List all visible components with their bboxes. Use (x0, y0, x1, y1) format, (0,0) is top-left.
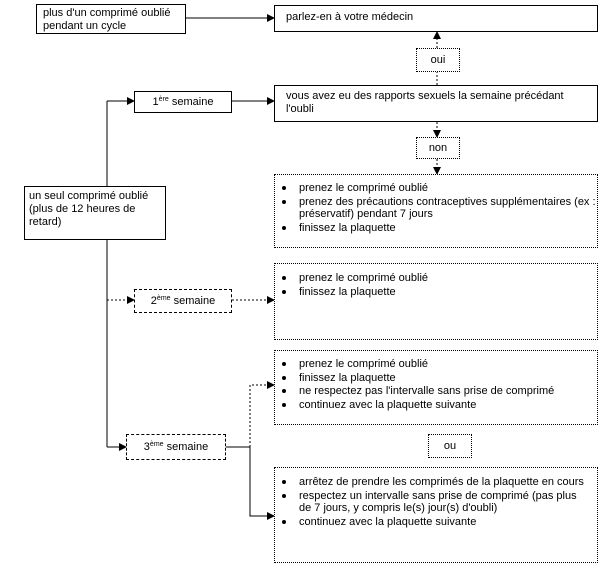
week2-box: 2ème semaine (134, 289, 232, 313)
or-text: ou (443, 439, 457, 452)
yes-text: oui (430, 53, 446, 66)
talk-doctor-text: parlez-en à votre médecin (286, 11, 414, 23)
week1-box: 1ère semaine (134, 91, 232, 113)
list-item: prenez le comprimé oublié (275, 358, 597, 371)
no-text: non (428, 141, 448, 154)
week2-label: 2ème semaine (150, 294, 216, 307)
question-intercourse-box: vous avez eu des rapports sexuels la sem… (274, 85, 598, 122)
list-item: prenez le comprimé oublié (275, 182, 597, 195)
list-item: prenez des précautions contraceptives su… (275, 196, 597, 221)
week3-option-a-box: prenez le comprimé oublié finissez la pl… (274, 350, 598, 425)
list-item: finissez la plaquette (275, 222, 597, 235)
week3-box: 3ème semaine (126, 434, 226, 460)
week2-actions-list: prenez le comprimé oublié finissez la pl… (275, 272, 597, 298)
list-item: arrêtez de prendre les comprimés de la p… (275, 476, 587, 489)
list-item: finissez la plaquette (275, 286, 597, 299)
question-intercourse-text: vous avez eu des rapports sexuels la sem… (286, 90, 564, 115)
list-item: respectez un intervalle sans prise de co… (275, 490, 587, 515)
list-item: finissez la plaquette (275, 372, 597, 385)
week3-option-b-list: arrêtez de prendre les comprimés de la p… (275, 476, 587, 528)
list-item: ne respectez pas l'intervalle sans prise… (275, 385, 597, 398)
arrow-week3-to-option-b (249, 447, 275, 520)
multiple-missed-box: plus d'un comprimé oublié pendant un cyc… (36, 4, 186, 34)
week1-actions-list: prenez le comprimé oublié prenez des pré… (275, 182, 597, 234)
week3-option-a-list: prenez le comprimé oublié finissez la pl… (275, 358, 597, 411)
single-missed-text: un seul comprimé oublié (plus de 12 heur… (29, 190, 149, 228)
single-missed-box: un seul comprimé oublié (plus de 12 heur… (24, 186, 166, 240)
week3-option-b-box: arrêtez de prendre les comprimés de la p… (274, 467, 598, 563)
talk-doctor-box: parlez-en à votre médecin (274, 5, 598, 32)
list-item: continuez avec la plaquette suivante (275, 516, 587, 529)
list-item: continuez avec la plaquette suivante (275, 399, 597, 412)
week1-label: 1ère semaine (152, 95, 214, 108)
list-item: prenez le comprimé oublié (275, 272, 597, 285)
week3-label: 3ème semaine (143, 440, 209, 453)
arrow-week3-to-option-a (249, 381, 275, 447)
multiple-missed-text: plus d'un comprimé oublié pendant un cyc… (43, 7, 171, 32)
or-box: ou (428, 434, 472, 458)
week1-actions-box: prenez le comprimé oublié prenez des pré… (274, 174, 598, 248)
week2-actions-box: prenez le comprimé oublié finissez la pl… (274, 263, 598, 340)
no-box: non (416, 137, 460, 159)
yes-box: oui (416, 48, 460, 72)
